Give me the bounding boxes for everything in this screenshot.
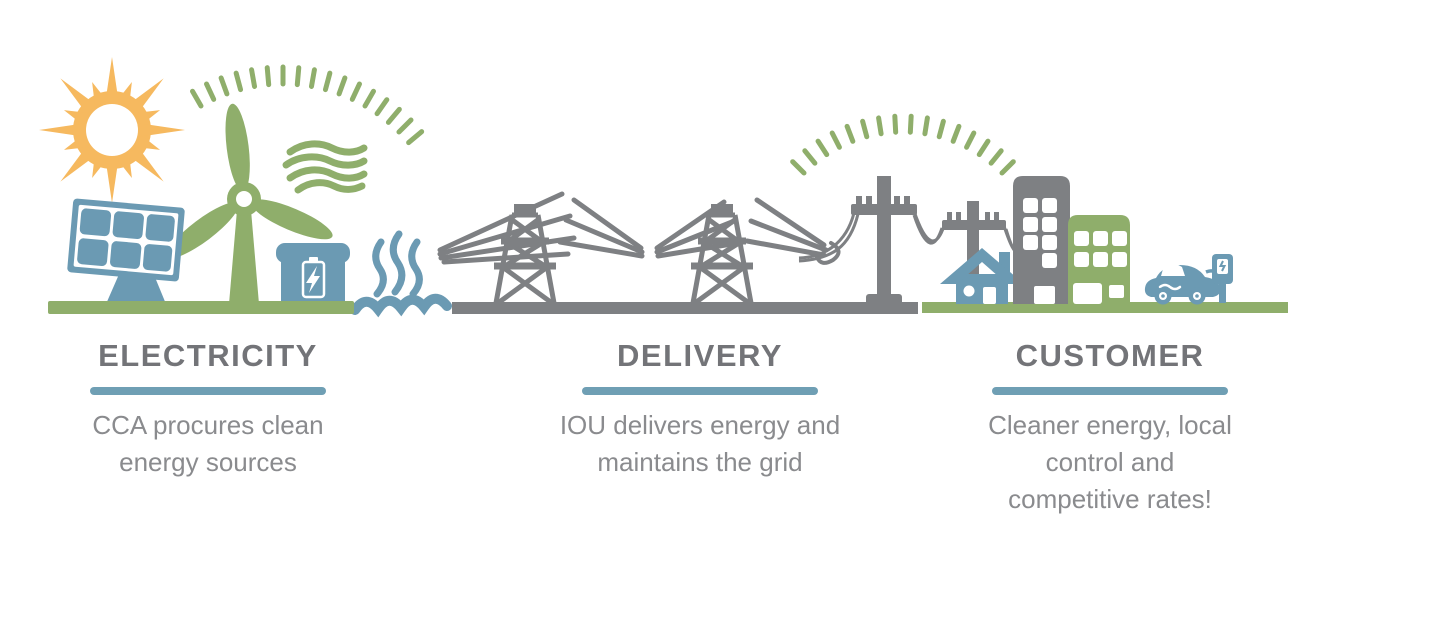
section-electricity: ELECTRICITY CCA procures clean energy so… [48, 338, 368, 481]
section-description-delivery: IOU delivers energy and maintains the gr… [559, 410, 841, 477]
section-description-customer: Cleaner energy, local control and compet… [988, 410, 1232, 514]
section-customer: CUSTOMER Cleaner energy, local control a… [950, 338, 1270, 518]
energy-arc-right-icon [793, 116, 1014, 173]
section-title-electricity: ELECTRICITY [98, 338, 318, 373]
ground-bar-customer [922, 302, 1288, 313]
geothermal-steam-icon [372, 230, 423, 298]
section-description-electricity: CCA procures clean energy sources [92, 410, 324, 477]
title-underline [992, 387, 1228, 395]
sun-icon [39, 57, 185, 203]
section-title-delivery: DELIVERY [617, 338, 783, 373]
office-building-icon [1013, 176, 1070, 304]
utility-pole-icon [851, 176, 917, 308]
battery-storage-icon [276, 243, 350, 305]
wind-turbine-icon [166, 103, 333, 304]
electric-car-icon [1144, 263, 1221, 305]
section-delivery: DELIVERY IOU delivers energy and maintai… [540, 338, 860, 481]
title-underline [90, 387, 326, 395]
apartment-building-icon [1068, 215, 1130, 304]
water-waves-icon [350, 293, 452, 318]
ground-bar-electricity [48, 301, 354, 314]
transmission-rays-icon [437, 191, 841, 265]
wind-gust-icon [282, 140, 368, 194]
title-underline [582, 387, 818, 395]
section-title-customer: CUSTOMER [1015, 338, 1205, 373]
ground-bar-delivery [452, 302, 918, 314]
ev-charger-icon [1212, 254, 1233, 303]
solar-panel-icon [67, 198, 185, 304]
house-icon [940, 248, 1024, 304]
